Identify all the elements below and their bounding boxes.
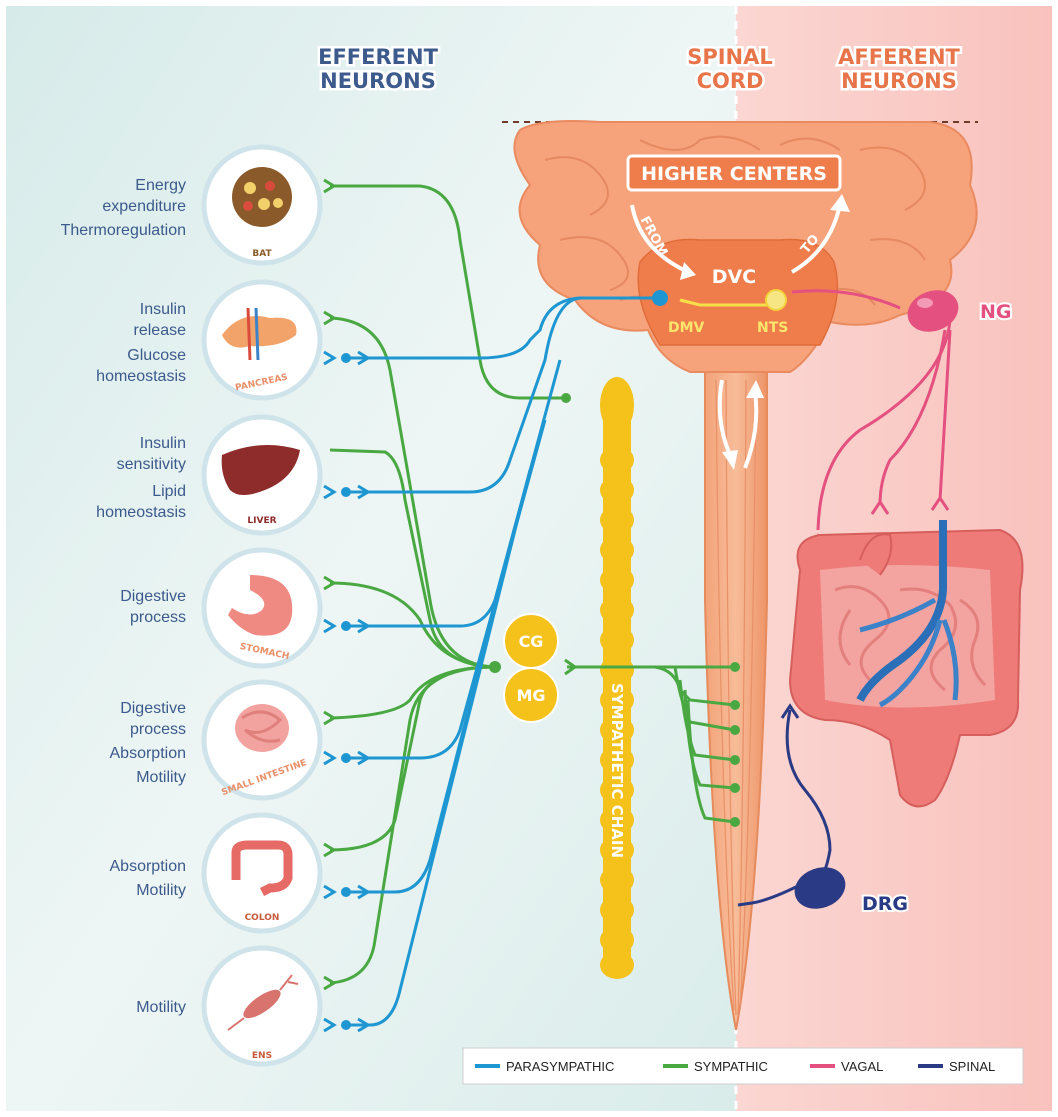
- legend: PARASYMPATHIC SYMPATHIC VAGAL SPINAL: [463, 1048, 1023, 1084]
- fn-liver-3: Lipid: [152, 483, 186, 500]
- organ-pancreas: PANCREAS: [204, 282, 320, 398]
- ng-label: NG: [980, 301, 1012, 323]
- fn-liver-4: homeostasis: [96, 504, 186, 521]
- organ-stomach: STOMACH: [204, 550, 320, 666]
- fn-stomach-2: process: [130, 609, 186, 626]
- fn-small-intestine-3: Absorption: [110, 745, 187, 762]
- dmv-blue-origin: [652, 290, 668, 306]
- cg-label: CG: [519, 632, 544, 651]
- nts-nucleus: [766, 290, 786, 310]
- heading-afferent-line1: AFFERENT: [838, 45, 960, 69]
- fn-pancreas-2: release: [134, 322, 187, 339]
- fn-liver-2: sensitivity: [117, 456, 186, 473]
- bat-icon: [232, 167, 292, 227]
- organ-ens: ENS: [204, 948, 320, 1064]
- organ-label-colon: COLON: [245, 913, 280, 923]
- fn-colon-2: Motility: [136, 882, 186, 899]
- dmv-label: DMV: [668, 320, 705, 336]
- organ-label-ens: ENS: [252, 1051, 272, 1061]
- organ-label-bat: BAT: [252, 249, 272, 259]
- organ-small-intestine: SMALL INTESTINE: [204, 682, 320, 798]
- fn-liver-1: Insulin: [140, 435, 186, 452]
- fn-small-intestine-2: process: [130, 721, 186, 738]
- organ-label-liver: LIVER: [247, 516, 276, 526]
- fn-pancreas-3: Glucose: [127, 347, 186, 364]
- legend-label-parasympathetic: PARASYMPATHIC: [506, 1059, 614, 1074]
- heading-efferent-line1: EFFERENT: [318, 45, 438, 69]
- fn-pancreas-1: Insulin: [140, 301, 186, 318]
- heading-spinal-line2: CORD: [697, 69, 764, 93]
- heading-afferent-line2: NEURONS: [841, 69, 957, 93]
- organ-liver: LIVER: [204, 417, 320, 533]
- dvc-label: DVC: [712, 266, 756, 288]
- sympathetic-chain-label: SYMPATHETIC CHAIN: [608, 683, 626, 858]
- fn-small-intestine-1: Digestive: [120, 700, 186, 717]
- fn-bat-1: Energy: [135, 177, 186, 194]
- fn-ens-1: Motility: [136, 999, 186, 1016]
- sympathetic-chain: SYMPATHETIC CHAIN: [600, 377, 634, 979]
- fn-small-intestine-4: Motility: [136, 769, 186, 786]
- drg-label: DRG: [862, 893, 908, 915]
- nts-label: NTS: [757, 320, 788, 336]
- fn-stomach-1: Digestive: [120, 588, 186, 605]
- legend-label-vagal: VAGAL: [841, 1059, 883, 1074]
- ng-highlight: [917, 298, 933, 308]
- fn-bat-2: expenditure: [102, 198, 186, 215]
- heading-efferent-line2: NEURONS: [320, 69, 436, 93]
- higher-centers-label: HIGHER CENTERS: [641, 163, 827, 185]
- fn-colon-1: Absorption: [110, 858, 187, 875]
- legend-label-spinal: SPINAL: [949, 1059, 995, 1074]
- fn-pancreas-4: homeostasis: [96, 368, 186, 385]
- organ-bat: BAT: [204, 147, 320, 263]
- heading-spinal-line1: SPINAL: [687, 45, 773, 69]
- organ-colon: COLON: [204, 815, 320, 931]
- legend-label-sympathic: SYMPATHIC: [694, 1059, 768, 1074]
- mg-label: MG: [516, 686, 545, 705]
- fn-bat-3: Thermoregulation: [61, 222, 186, 239]
